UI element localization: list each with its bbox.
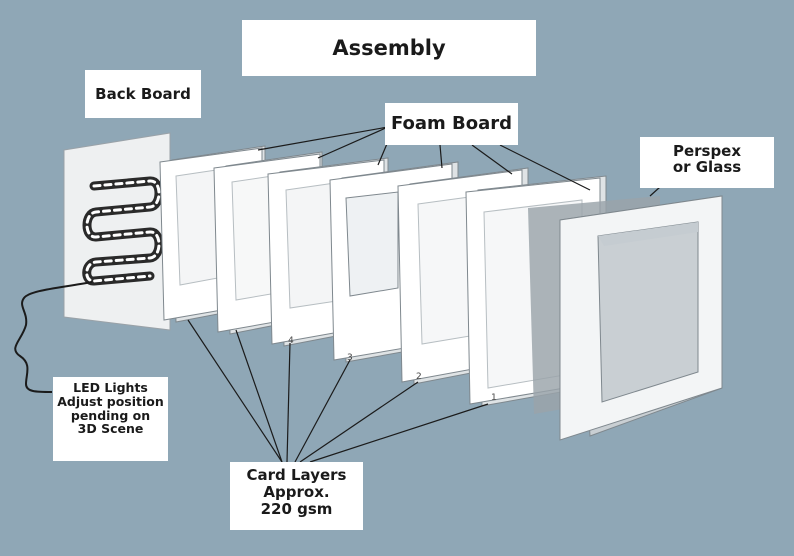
led-label-line-2: Adjust position [57,393,164,409]
led-lights [82,176,164,286]
led-label-line-4: 3D Scene [77,421,144,437]
perspex-label-line-2: or Glass [672,157,742,176]
perspex-label: Perspex or Glass [640,137,774,188]
layer-numbers: 4 3 2 1 [288,336,497,403]
perspex-label-line-1: Perspex [672,142,742,160]
led-lights-label: LED Lights Adjust position pending on 3D… [53,377,168,461]
card-label-line-1: Card Layers [246,466,347,484]
card-label-line-2: Approx. [263,482,330,501]
back-board-label: Back Board [85,70,201,118]
layer-number-2: 2 [416,372,422,382]
card-layers-label: Card Layers Approx. 220 gsm [230,462,363,530]
led-label-line-1: LED Lights [73,380,148,395]
leader-lines [187,126,661,463]
layer-number-4: 4 [288,336,294,346]
led-label-line-3: pending on [70,407,151,423]
diagram-title: Assembly [242,20,536,76]
layer-number-1: 1 [491,393,497,403]
layer-number-3: 3 [347,353,353,363]
foam-board-label: Foam Board [385,103,518,145]
led-cable [14,281,93,393]
perspex-frame [559,195,723,441]
card-label-line-3: 220 gsm [260,499,333,518]
